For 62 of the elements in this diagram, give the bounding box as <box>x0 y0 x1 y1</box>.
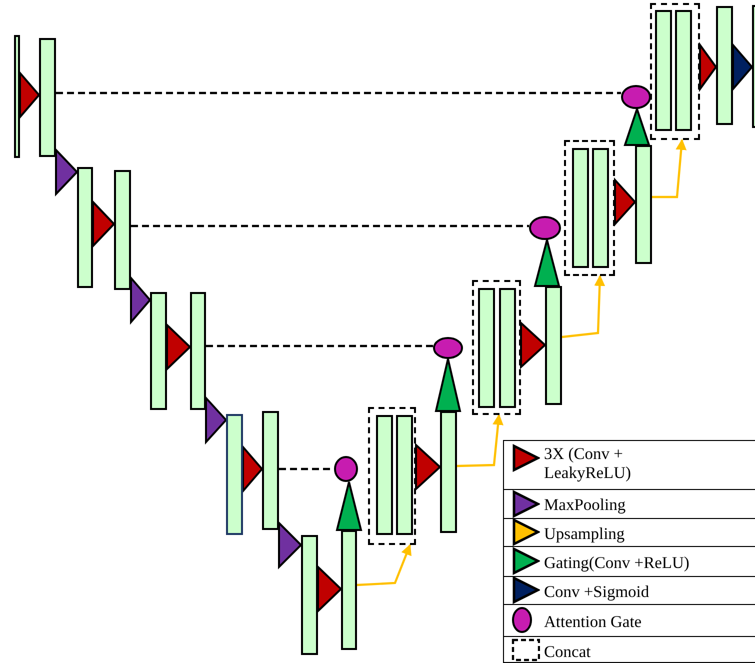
upsampling-arrow <box>456 414 504 468</box>
feature-map-bar <box>654 10 672 130</box>
block-arrow <box>166 324 191 370</box>
feature-map-bar <box>440 411 457 533</box>
block-arrow <box>317 566 342 612</box>
concat-dashed-box <box>472 280 521 415</box>
feature-map-bar <box>14 35 20 158</box>
block-arrow <box>614 179 636 225</box>
feature-map-bar <box>396 414 412 534</box>
feature-map-bar <box>301 535 318 655</box>
upsampling-arrow <box>356 544 412 586</box>
block-arrow <box>278 522 302 568</box>
attention-gate-ellipse <box>334 456 358 482</box>
legend-label: Gating(Conv +ReLU) <box>544 552 690 572</box>
feature-map-bar <box>114 170 131 290</box>
block-arrow <box>130 277 151 323</box>
block-arrow <box>534 239 560 287</box>
skip-connection-dashed-line <box>206 344 433 348</box>
legend-label: 3X (Conv + LeakyReLU) <box>544 444 632 482</box>
block-arrow <box>520 322 546 368</box>
legend-label: Conv +Sigmoid <box>544 582 650 600</box>
legend-label: Concat <box>544 642 591 660</box>
feature-map-bar <box>39 38 56 157</box>
block-arrow <box>336 481 362 531</box>
feature-map-bar <box>77 167 93 288</box>
block-arrow <box>205 397 227 443</box>
upsampling-arrow <box>652 138 687 198</box>
block-arrow <box>415 444 441 490</box>
block-arrow <box>699 44 717 90</box>
concat-dashed-box <box>650 3 700 140</box>
legend-label: Attention Gate <box>544 612 642 630</box>
block-arrow <box>624 108 650 146</box>
feature-map-bar <box>226 414 243 535</box>
block-arrow <box>242 446 263 492</box>
block-arrow <box>732 44 753 90</box>
feature-map-bar <box>592 148 608 268</box>
feature-map-bar <box>545 286 562 405</box>
legend-label: Upsampling <box>544 524 625 542</box>
concat-dashed-box <box>368 407 416 545</box>
feature-map-bar <box>478 288 494 408</box>
feature-map-bar <box>376 414 392 534</box>
legend-label: MaxPooling <box>544 495 626 514</box>
attention-gate-ellipse <box>529 216 561 240</box>
block-arrow <box>19 72 40 118</box>
attention-gate-ellipse <box>621 85 651 109</box>
feature-map-bar <box>635 145 652 264</box>
upsampling-arrow <box>562 274 606 338</box>
skip-connection-dashed-line <box>131 224 529 228</box>
feature-map-bar <box>341 530 357 650</box>
feature-map-bar <box>716 6 733 125</box>
feature-map-bar <box>150 292 167 410</box>
block-arrow <box>92 201 115 247</box>
attention-gate-ellipse <box>433 337 463 359</box>
feature-map-bar <box>190 292 206 410</box>
feature-map-bar <box>572 148 588 268</box>
feature-map-bar <box>674 10 692 130</box>
block-arrow <box>55 149 78 195</box>
skip-connection-dashed-line <box>56 92 621 94</box>
block-arrow <box>435 358 461 412</box>
concat-dashed-box <box>564 140 615 276</box>
feature-map-bar <box>262 411 279 530</box>
feature-map-bar <box>498 288 516 408</box>
